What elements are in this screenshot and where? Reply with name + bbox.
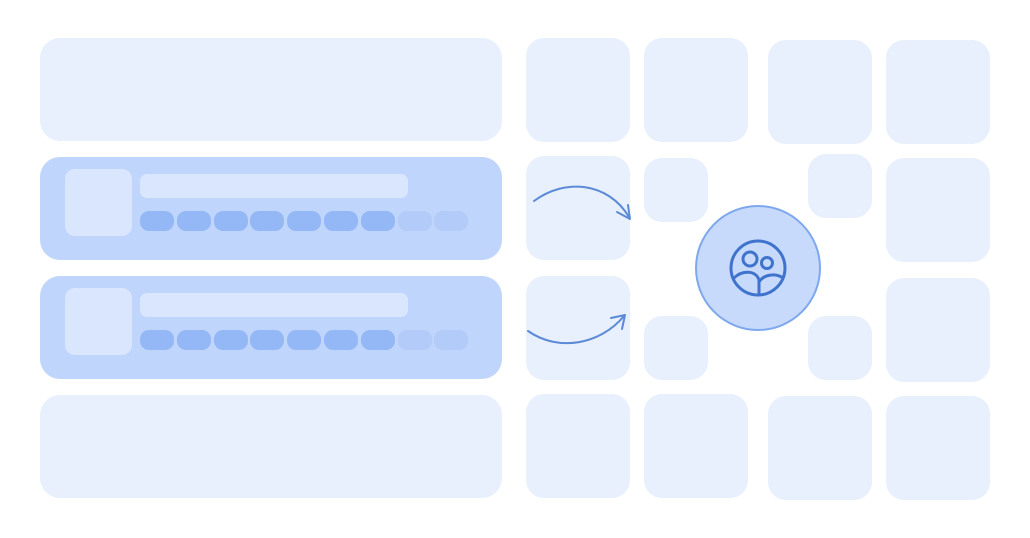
progress-pill-empty bbox=[397, 211, 432, 231]
progress-pill-filled bbox=[360, 330, 395, 350]
grid-tile bbox=[768, 40, 872, 144]
row-thumbnail bbox=[65, 288, 132, 355]
grid-tile-small bbox=[808, 154, 872, 218]
row-title-placeholder bbox=[140, 174, 408, 198]
curved-arrow-icon-lower bbox=[527, 314, 626, 345]
grid-tile-small bbox=[808, 316, 872, 380]
progress-pill-filled bbox=[213, 211, 248, 231]
grid-tile bbox=[886, 158, 990, 262]
grid-tile bbox=[886, 396, 990, 500]
progress-pill-filled bbox=[250, 330, 285, 350]
progress-pill-empty bbox=[397, 330, 432, 350]
curved-arrow-icon-upper bbox=[533, 185, 631, 220]
grid-tile-small bbox=[644, 158, 708, 222]
grid-tile bbox=[886, 278, 990, 382]
progress-pill-filled bbox=[250, 211, 285, 231]
progress-pill-filled bbox=[360, 211, 395, 231]
progress-pill-filled bbox=[176, 211, 211, 231]
grid-tile bbox=[886, 40, 990, 144]
progress-pill-filled bbox=[140, 211, 174, 231]
grid-tile bbox=[644, 38, 748, 142]
grid-tile bbox=[644, 394, 748, 498]
progress-pill-filled bbox=[213, 330, 248, 350]
grid-tile bbox=[526, 394, 630, 498]
progress-pill-filled bbox=[324, 211, 358, 231]
progress-pill-filled bbox=[176, 330, 211, 350]
row-thumbnail bbox=[65, 169, 132, 236]
list-row bbox=[40, 38, 502, 141]
grid-tile bbox=[526, 38, 630, 142]
progress-pill-empty bbox=[434, 211, 469, 231]
list-row bbox=[40, 395, 502, 498]
progress-pill-filled bbox=[140, 330, 174, 350]
progress-pill-filled bbox=[287, 211, 322, 231]
progress-pill-filled bbox=[287, 330, 322, 350]
progress-pill-filled bbox=[324, 330, 358, 350]
grid-tile bbox=[526, 156, 630, 260]
row-title-placeholder bbox=[140, 293, 408, 317]
progress-pill-empty bbox=[434, 330, 469, 350]
group-people-icon bbox=[729, 239, 787, 297]
grid-tile-small bbox=[644, 316, 708, 380]
hub-circle bbox=[695, 205, 821, 331]
grid-tile bbox=[768, 396, 872, 500]
